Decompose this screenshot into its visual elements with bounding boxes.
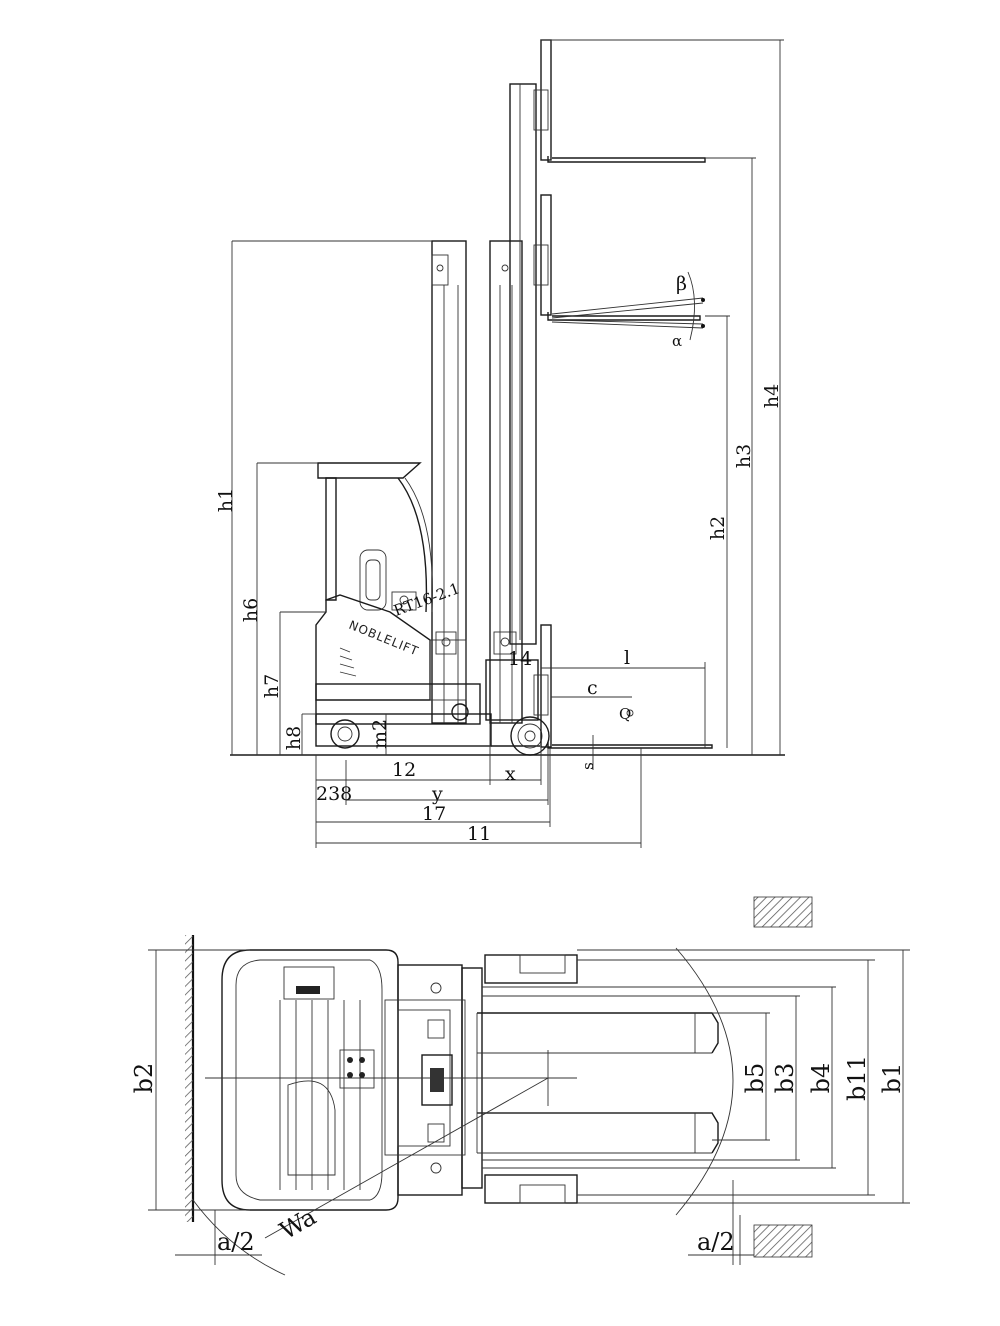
radius-line (264, 1077, 549, 1239)
dim-c: c (587, 677, 598, 699)
dim-11: 11 (467, 823, 491, 845)
body-outline (221, 949, 399, 1211)
dim-y: y (431, 783, 443, 805)
dim-h4: h4 (761, 384, 783, 408)
dim-s: s (579, 762, 597, 770)
dim-b4: b4 (807, 1063, 835, 1094)
dim-b5: b5 (741, 1063, 769, 1094)
dim-12: 12 (392, 759, 416, 781)
dim-l1: l (624, 647, 630, 669)
load-q: Q (619, 705, 631, 723)
dim-b11: b11 (843, 1055, 871, 1101)
dim-h3: h3 (733, 444, 755, 468)
carriage-mid (533, 194, 705, 341)
turning-arc (675, 947, 734, 1216)
dim-h7: h7 (261, 674, 283, 698)
carriage-top (533, 39, 706, 163)
dim-m2: m2 (369, 719, 391, 749)
angle-beta: β (676, 273, 687, 295)
dim-17: 17 (422, 803, 446, 825)
dim-x: x (505, 763, 516, 785)
seat (287, 1080, 336, 1176)
dim-238: 238 (316, 783, 352, 805)
dim-b2: b2 (130, 1063, 158, 1094)
obstacle-top (753, 896, 813, 928)
extended-mast (509, 83, 537, 645)
vertical-dimensions (231, 39, 784, 770)
dim-h1: h1 (215, 488, 237, 512)
obstacle-bottom (753, 1224, 813, 1258)
truck-body: NOBLELIFT RT16-2.1 (315, 462, 713, 756)
horizontal-dimensions (315, 667, 705, 848)
top-view: b2 b5 b3 b4 b11 b1 Wa a/2 a/2 (130, 896, 910, 1276)
dim-a2-right: a/2 (697, 1228, 735, 1256)
dim-14: 14 (508, 648, 532, 670)
dim-h6: h6 (240, 598, 262, 622)
dim-b3: b3 (771, 1063, 799, 1094)
dim-wa: Wa (275, 1203, 321, 1246)
dim-h8: h8 (283, 726, 305, 750)
outer-mast (431, 240, 467, 724)
brand-logo-text: NOBLELIFT (347, 618, 421, 659)
dashboard (283, 966, 335, 1000)
side-view: NOBLELIFT RT16-2.1 (215, 39, 785, 848)
dim-a2-left: a/2 (217, 1228, 255, 1256)
inner-mast (489, 240, 523, 724)
angle-alpha: α (672, 332, 682, 350)
dim-h2: h2 (707, 516, 729, 540)
dim-b1: b1 (878, 1063, 906, 1094)
